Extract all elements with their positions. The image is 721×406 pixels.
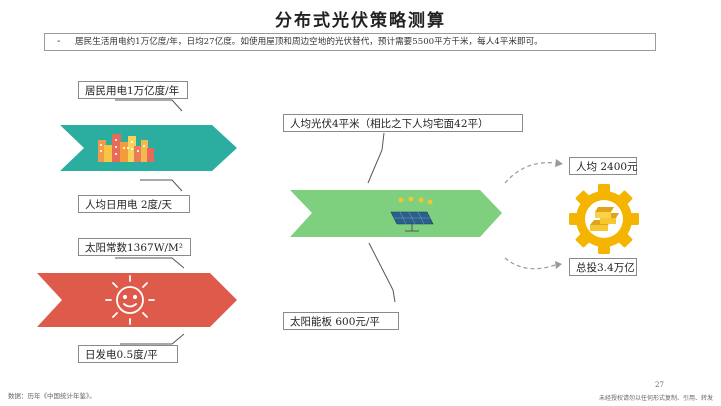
page-number: 27 bbox=[655, 381, 664, 389]
city-buildings-icon bbox=[98, 134, 154, 162]
solar-panel-icon bbox=[390, 196, 434, 232]
sun-icon bbox=[105, 275, 155, 325]
cost-per-capita-label: 人均 2400元 bbox=[569, 157, 638, 175]
pv-area-label: 人均光伏4平米（相比之下人均宅面42平） bbox=[283, 114, 523, 132]
daily-power-label: 人均日用电 2度/天 bbox=[78, 195, 190, 213]
bullet-mark: - bbox=[57, 36, 61, 47]
page-title: 分布式光伏策略测算 bbox=[275, 11, 446, 31]
total-investment-label: 总投3.4万亿 bbox=[569, 258, 637, 276]
solar-arrow bbox=[37, 273, 237, 327]
copyright-note: 未经授权请勿以任何形式复制、引用、转发 bbox=[598, 395, 713, 402]
panel-price-label: 太阳能板 600元/平 bbox=[283, 312, 399, 330]
daily-generation-label: 日发电0.5度/平 bbox=[78, 345, 178, 363]
summary-bullet: - 居民生活用电约1万亿度/年，日均27亿度。如使用屋顶和周边空地的光伏替代，预… bbox=[44, 33, 656, 51]
gold-gear-icon bbox=[569, 184, 639, 254]
data-source: 数据：历年《中国统计年鉴》。 bbox=[8, 392, 96, 400]
residential-power-label: 居民用电1万亿度/年 bbox=[78, 81, 188, 99]
dashed-arrows bbox=[504, 162, 556, 270]
summary-text: 居民生活用电约1万亿度/年，日均27亿度。如使用屋顶和周边空地的光伏替代，预计需… bbox=[75, 37, 543, 47]
connector-lines bbox=[115, 99, 396, 345]
solar-constant-label: 太阳常数1367W/M² bbox=[78, 238, 191, 256]
